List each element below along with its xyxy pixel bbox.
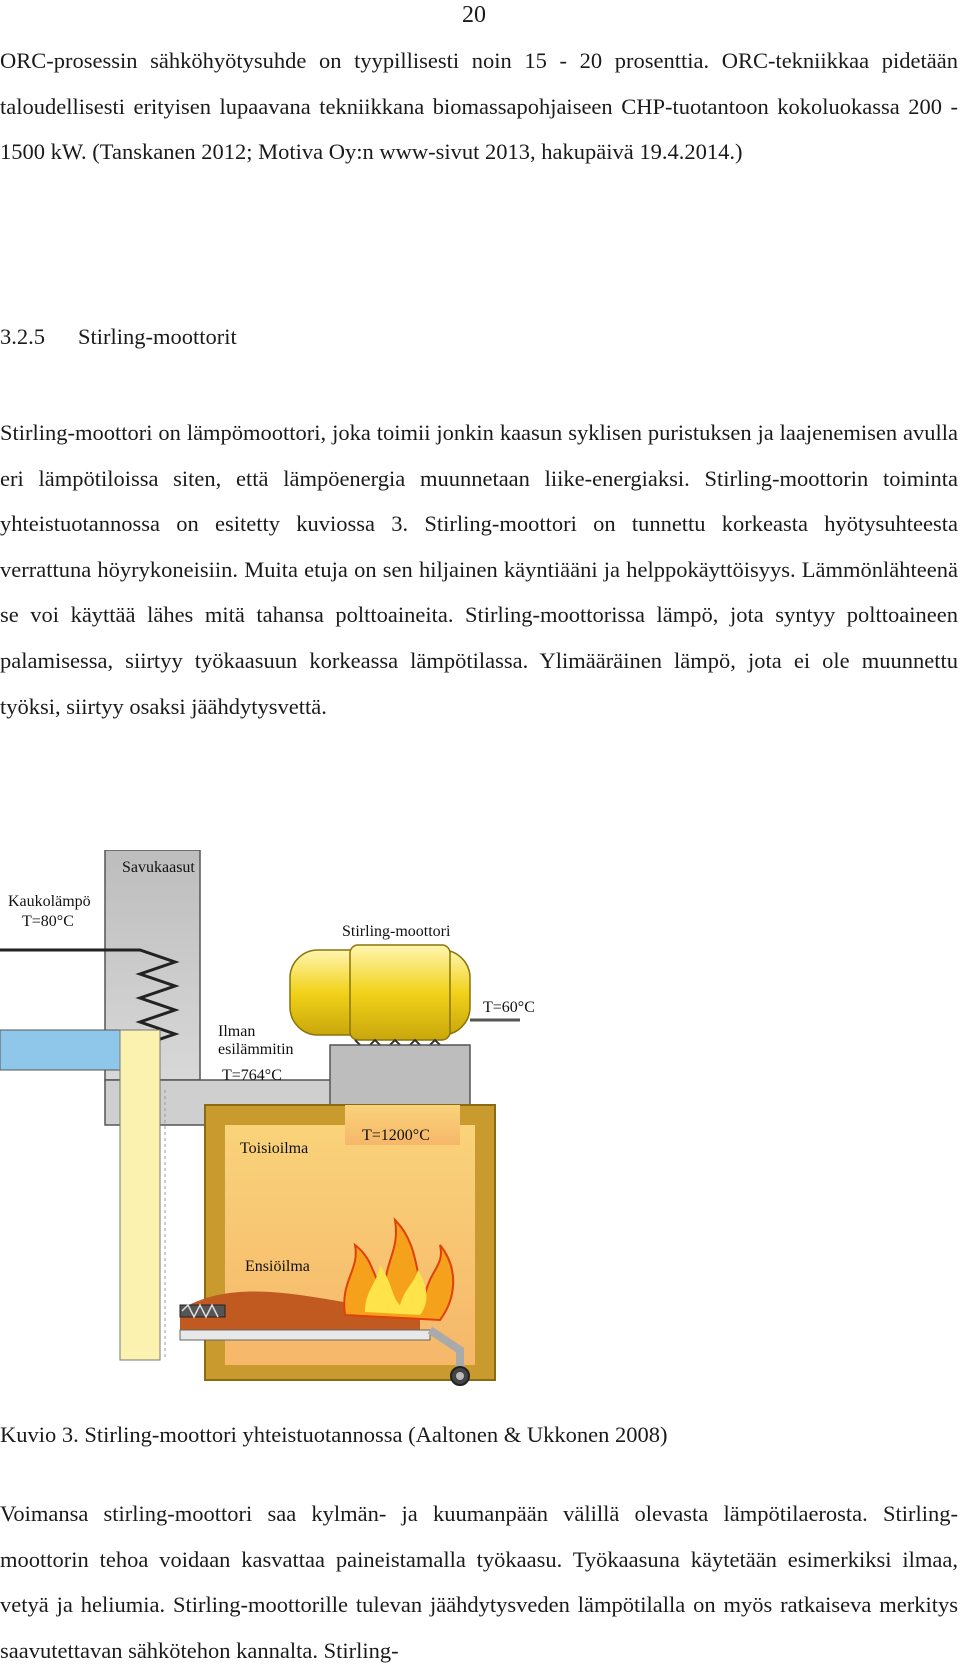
- paragraph-stirling: Stirling-moottori on lämpömoottori, joka…: [0, 420, 958, 719]
- section-number: 3.2.5: [0, 324, 45, 349]
- label-esilammitin: esilämmitin: [218, 1041, 294, 1058]
- grate: [179, 1329, 431, 1341]
- district-heat-coil: [0, 948, 180, 1048]
- label-ensioilma: Ensiöilma: [245, 1258, 310, 1275]
- paragraph-orc: ORC-prosessin sähköhyötysuhde on tyypill…: [0, 48, 958, 165]
- fuel-bed: [180, 1291, 420, 1330]
- label-combustion-temp: T=1200°C: [362, 1127, 430, 1144]
- preheated-air-duct: [119, 1029, 161, 1361]
- engine-hot-head: [329, 1044, 471, 1106]
- stirling-engine: [289, 944, 471, 1052]
- label-stirling: Stirling-moottori: [342, 923, 451, 940]
- page-number: 20: [462, 2, 486, 28]
- stirling-chp-diagram: Savukaasut Kaukolämpö T=80°C Stirling-mo…: [0, 850, 960, 1390]
- label-esilammitin-temp: T=764°C: [222, 1067, 282, 1084]
- air-inlet-duct: [0, 1029, 121, 1071]
- section-heading: 3.2.5 Stirling-moottorit: [0, 322, 237, 352]
- figure-caption: Kuvio 3. Stirling-moottori yhteistuotann…: [0, 1422, 668, 1447]
- section-title: Stirling-moottorit: [78, 324, 237, 349]
- label-toisioilma: Toisioilma: [240, 1140, 308, 1157]
- label-ilman: Ilman: [218, 1023, 255, 1040]
- label-stirling-temp: T=60°C: [483, 999, 535, 1016]
- paragraph-stirling-power: Voimansa stirling-moottori saa kylmän- j…: [0, 1501, 958, 1663]
- label-kaukolampo-temp: T=80°C: [22, 913, 74, 930]
- label-kaukolampo: Kaukolämpö: [8, 893, 91, 910]
- label-savukaasut: Savukaasut: [122, 859, 195, 876]
